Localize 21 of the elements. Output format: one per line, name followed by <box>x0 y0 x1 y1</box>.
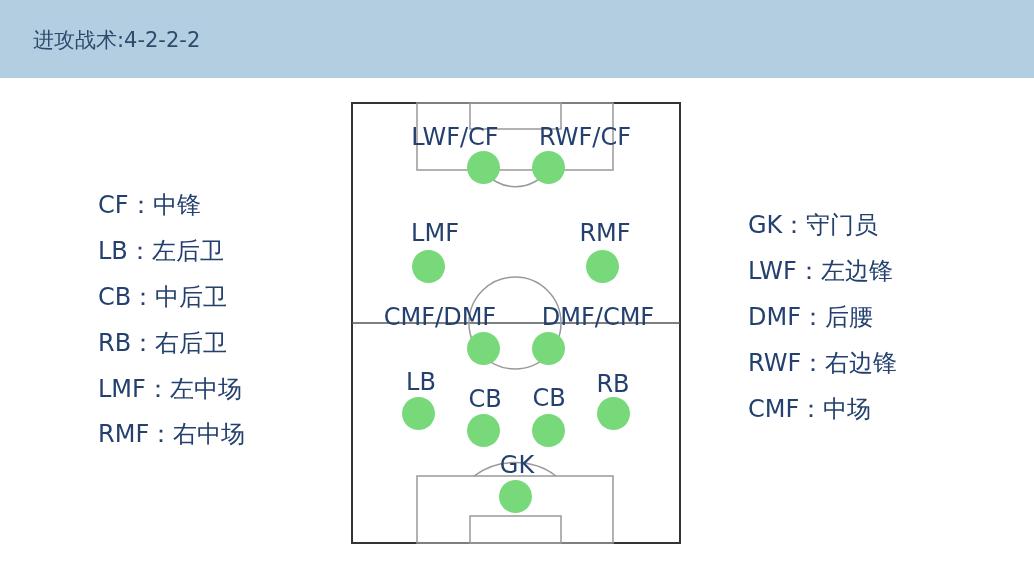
abbreviation-label: RB：右后卫 <box>98 328 228 358</box>
position-label: RMF <box>579 219 631 247</box>
position-label: LWF/CF <box>411 123 499 151</box>
abbreviation-label: RMF：右中场 <box>98 419 246 449</box>
abbreviation-label: LB：左后卫 <box>98 236 224 266</box>
position-label: CB <box>532 384 566 412</box>
abbreviation-label: LWF：左边锋 <box>748 256 893 286</box>
position-label: LMF <box>411 219 459 247</box>
position-label: LB <box>406 368 436 396</box>
position-label: RB <box>596 370 630 398</box>
position-label: GK <box>499 451 535 479</box>
position-label: RWF/CF <box>539 123 631 151</box>
abbreviation-label: LMF：左中场 <box>98 374 242 404</box>
abbreviation-label: CMF：中场 <box>748 394 872 424</box>
abbreviation-label: CF：中锋 <box>98 190 201 220</box>
abbreviation-label: GK：守门员 <box>748 210 879 240</box>
abbreviation-label: DMF：后腰 <box>748 302 873 332</box>
title: 进攻战术:4-2-2-2 <box>33 27 201 54</box>
position-label: CB <box>468 385 502 413</box>
abbreviation-label: RWF：右边锋 <box>748 348 898 378</box>
abbreviation-label: CB：中后卫 <box>98 282 228 312</box>
